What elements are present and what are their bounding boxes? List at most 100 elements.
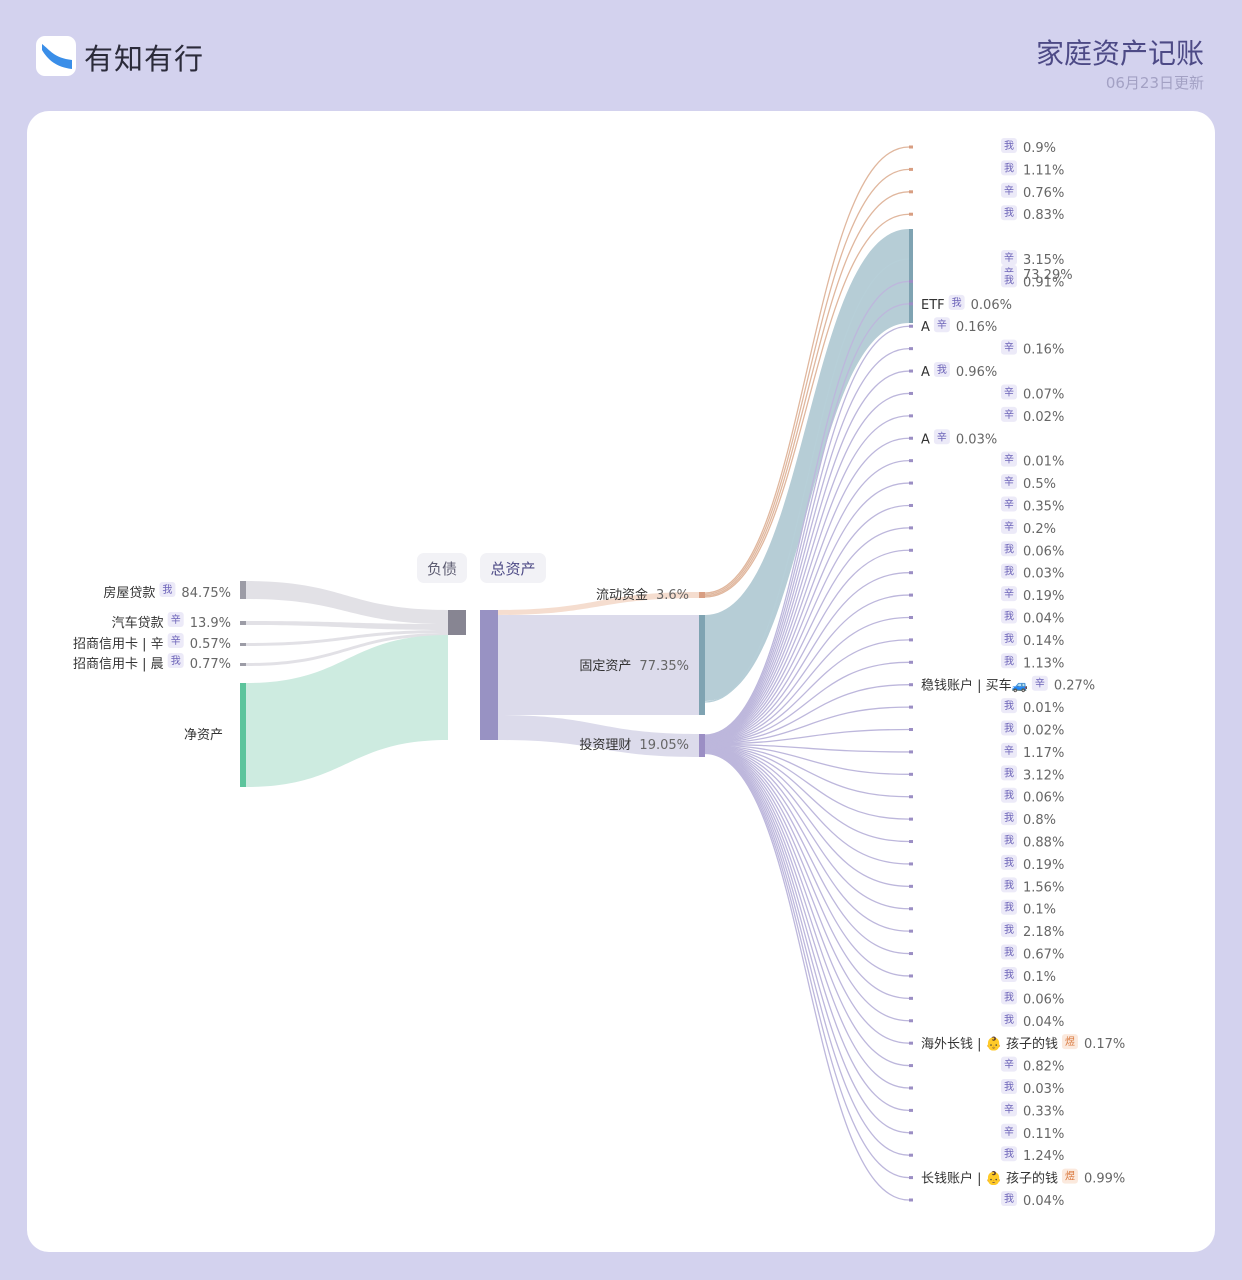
- group-node-0: [699, 592, 705, 598]
- svg-text:总资产: 总资产: [490, 560, 535, 578]
- group-label-2: 投资理财: [579, 737, 631, 753]
- leaf-pct-40: 0.17%: [1084, 1037, 1125, 1052]
- leaf-tag-37: 我: [1001, 966, 1017, 982]
- svg-text:辛: 辛: [1004, 408, 1014, 421]
- leaf-flow-3: [704, 213, 910, 598]
- leaf-flow-0: [704, 146, 910, 594]
- leaf-pct-33: 1.56%: [1023, 880, 1064, 895]
- leaf-node-37: [909, 974, 913, 978]
- leaf-tag-42: 我: [1001, 1078, 1017, 1094]
- leaf-node-41: [909, 1064, 913, 1068]
- leaf-node-42: [909, 1086, 913, 1090]
- leaf-flow-44: [704, 751, 910, 1134]
- svg-text:我: 我: [1004, 610, 1014, 622]
- group-pct-0: 3.6%: [656, 588, 689, 603]
- leaf-pct-41: 0.82%: [1023, 1060, 1064, 1075]
- total-asset-node: [480, 610, 498, 740]
- leaf-tag-39: 我: [1001, 1011, 1017, 1027]
- liability-flow-0: [246, 581, 448, 624]
- leaf-pct-11: 0.07%: [1023, 387, 1064, 402]
- leaf-flow-14: [704, 460, 910, 740]
- leaf-tag-21: 我: [1001, 608, 1017, 624]
- leaf-flow-10: [704, 370, 910, 738]
- leaf-pct-13: 0.03%: [956, 432, 997, 447]
- leaf-tag-16: 辛: [1001, 496, 1017, 512]
- liability-pct-0: 84.75%: [181, 586, 231, 601]
- leaf-pct-37: 0.1%: [1023, 970, 1056, 985]
- liability-node-1: [240, 621, 246, 625]
- leaf-pct-29: 0.06%: [1023, 791, 1064, 806]
- leaf-node-13: [909, 436, 913, 440]
- leaf-node-40: [909, 1041, 913, 1045]
- svg-text:辛: 辛: [1004, 184, 1014, 197]
- leaf-pct-38: 0.06%: [1023, 992, 1064, 1007]
- svg-text:辛: 辛: [1004, 453, 1014, 466]
- svg-text:辛: 辛: [1004, 744, 1014, 757]
- leaf-flow-1: [704, 168, 910, 596]
- svg-text:辛: 辛: [171, 613, 181, 626]
- leaf-flow-43: [704, 751, 910, 1112]
- leaf-flow-21: [704, 616, 910, 743]
- svg-text:我: 我: [1004, 543, 1014, 555]
- leaf-pct-39: 0.04%: [1023, 1015, 1064, 1030]
- brand-name: 有知有行: [84, 42, 205, 76]
- svg-text:辛: 辛: [937, 318, 947, 331]
- leaf-pct-4: 73.29%: [1023, 268, 1073, 283]
- leaf-node-27: [909, 750, 913, 754]
- leaf-tag-1: 我: [1001, 160, 1017, 176]
- svg-text:我: 我: [1004, 633, 1014, 645]
- leaf-label-13: A: [921, 432, 930, 447]
- leaf-flow-22: [704, 639, 910, 743]
- group-label-1: 固定资产: [579, 659, 631, 674]
- svg-text:辛: 辛: [1004, 385, 1014, 398]
- leaf-tag-18: 我: [1001, 541, 1017, 557]
- leaf-flow-19: [704, 572, 910, 742]
- svg-text:煜: 煜: [1065, 1171, 1075, 1183]
- leaf-tag-27: 辛: [1001, 742, 1017, 758]
- leaf-flow-15: [704, 482, 910, 740]
- leaf-tag-0: 我: [1001, 138, 1017, 153]
- leaf-flow-2: [704, 191, 910, 597]
- leaf-tag-5: 辛: [1001, 250, 1017, 266]
- leaf-label-40: 海外长钱 | 👶 孩子的钱: [921, 1036, 1058, 1052]
- leaf-node-11: [909, 391, 913, 395]
- leaf-tag-41: 辛: [1001, 1056, 1017, 1072]
- leaf-node-35: [909, 929, 913, 933]
- leaf-pct-22: 0.14%: [1023, 634, 1064, 649]
- leaf-pct-21: 0.04%: [1023, 611, 1064, 626]
- leaf-node-36: [909, 952, 913, 956]
- leaf-tag-47: 我: [1001, 1191, 1017, 1206]
- leaf-tag-35: 我: [1001, 922, 1017, 938]
- leaf-pct-35: 2.18%: [1023, 925, 1064, 940]
- leaf-pct-7: 0.06%: [971, 298, 1012, 313]
- liability-node-2: [240, 643, 246, 646]
- leaf-flow-20: [704, 594, 910, 742]
- leaf-node-38: [909, 996, 913, 1000]
- svg-text:我: 我: [162, 584, 172, 596]
- leaf-tag-45: 我: [1001, 1146, 1017, 1162]
- net-asset-node: [240, 683, 246, 787]
- leaf-flow-6: [704, 280, 910, 736]
- liability-label-1: 汽车贷款: [112, 615, 164, 631]
- leaf-tag-6: 我: [1001, 272, 1017, 288]
- leaf-label-46: 长钱账户 | 👶 孩子的钱: [921, 1171, 1058, 1187]
- svg-text:我: 我: [1004, 812, 1014, 824]
- leaf-tag-8: 辛: [933, 317, 950, 333]
- svg-text:我: 我: [1004, 902, 1014, 914]
- leaf-flow-31: [704, 745, 910, 843]
- leaf-pct-43: 0.33%: [1023, 1104, 1064, 1119]
- svg-text:辛: 辛: [1004, 587, 1014, 600]
- leaf-node-10: [909, 369, 913, 373]
- leaf-pct-2: 0.76%: [1023, 186, 1064, 201]
- leaf-node-31: [909, 840, 913, 844]
- svg-text:辛: 辛: [1004, 251, 1014, 264]
- svg-text:我: 我: [1004, 162, 1014, 174]
- leaf-pct-6: 0.91%: [1023, 275, 1064, 290]
- leaf-flow-13: [704, 437, 910, 739]
- leaf-node-46: [909, 1176, 913, 1180]
- liability-flow-2: [246, 630, 448, 646]
- leaf-node-1: [909, 167, 913, 171]
- liability-total-node: [448, 610, 466, 635]
- leaf-flow-5: [704, 258, 910, 703]
- header: 有知有行 家庭资产记账 06月23日更新: [0, 0, 1242, 110]
